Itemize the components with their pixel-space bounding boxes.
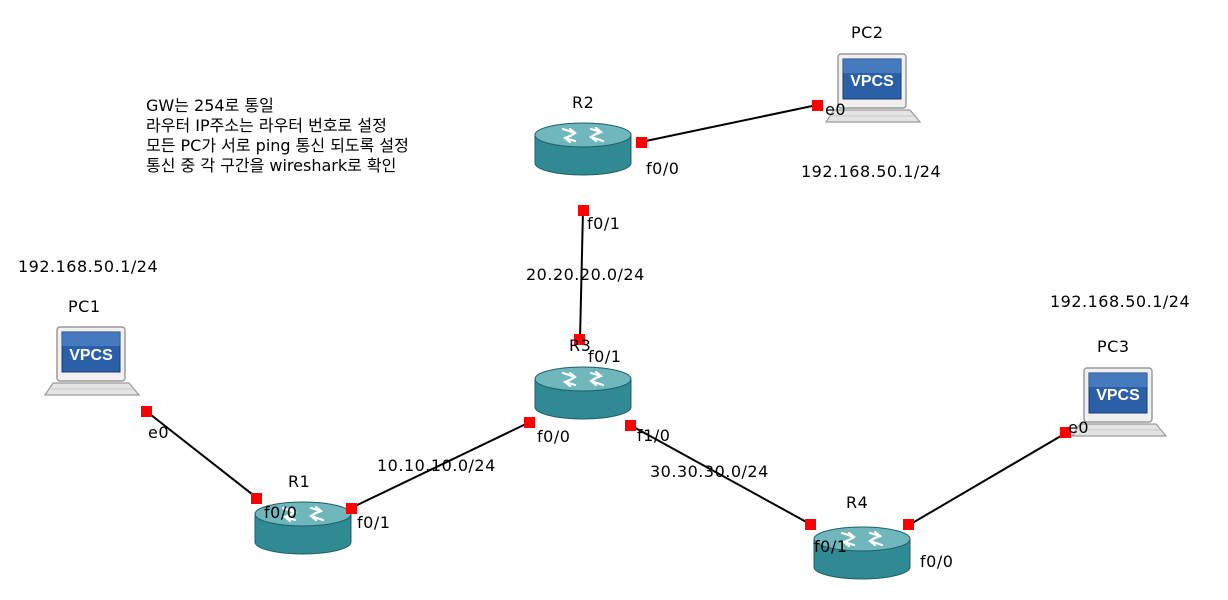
r3-name-label: R3	[569, 336, 592, 355]
port-label-r1-f0-1: f0/1	[357, 513, 391, 532]
note-line: 통신 중 각 구간을 wireshark로 확인	[146, 156, 397, 175]
link-r2-r3	[579, 209, 584, 341]
port-label-r3-f0-0: f0/0	[537, 427, 571, 446]
pc3-screen-text: VPCS	[1096, 387, 1140, 404]
port-marker-r2-f0-1[interactable]	[578, 205, 589, 216]
port-marker-r3-f0-1[interactable]	[574, 334, 585, 345]
configuration-notes: GW는 254로 통일 라우터 IP주소는 라우터 번호로 설정 모든 PC가 …	[146, 96, 409, 176]
port-marker-r3-f0-0[interactable]	[524, 417, 535, 428]
port-marker-r1-f0-0[interactable]	[251, 493, 262, 504]
link-r1-r3	[350, 421, 531, 509]
pc2-ip-label: 192.168.50.1/24	[801, 162, 942, 181]
pc2-name-label: PC2	[851, 23, 884, 42]
port-marker-r1-f0-1[interactable]	[346, 503, 357, 514]
link-r2-pc2	[640, 104, 818, 143]
port-label-r4-f0-1: f0/1	[814, 537, 848, 556]
router-r2-icon[interactable]	[533, 121, 633, 177]
router-r3-icon[interactable]	[533, 365, 633, 421]
port-label-r2-f0-0: f0/0	[646, 159, 680, 178]
network-label-r3-r4: 30.30.30.0/24	[650, 462, 769, 481]
pc1-screen-text: VPCS	[69, 347, 113, 364]
network-label-r2-r3: 20.20.20.0/24	[526, 265, 645, 284]
port-label-r3-f1-0: f1/0	[637, 426, 671, 445]
port-label-r4-f0-0: f0/0	[920, 552, 954, 571]
r1-name-label: R1	[288, 472, 311, 491]
port-marker-r3-f1-0[interactable]	[625, 420, 636, 431]
note-line: 라우터 IP주소는 라우터 번호로 설정	[146, 116, 387, 135]
r2-name-label: R2	[572, 93, 595, 112]
pc1-name-label: PC1	[68, 297, 101, 316]
port-marker-pc2-e0[interactable]	[812, 100, 823, 111]
vpcs-pc1-icon[interactable]: VPCS	[44, 326, 140, 396]
port-label-pc1-e0: e0	[148, 423, 170, 442]
port-marker-pc1-e0[interactable]	[141, 406, 152, 417]
port-label-r1-f0-0: f0/0	[264, 503, 298, 522]
port-label-pc2-e0: e0	[825, 100, 847, 119]
link-pc1-r1	[145, 410, 258, 499]
port-label-pc3-e0: e0	[1068, 418, 1090, 437]
pc2-screen-text: VPCS	[850, 73, 894, 90]
link-r3-r4	[629, 424, 811, 525]
port-marker-r4-f0-0[interactable]	[903, 519, 914, 530]
note-line: 모든 PC가 서로 ping 통신 되도록 설정	[146, 136, 409, 155]
port-label-r2-f0-1: f0/1	[587, 214, 621, 233]
port-marker-r4-f0-1[interactable]	[805, 519, 816, 530]
pc3-ip-label: 192.168.50.1/24	[1050, 292, 1191, 311]
port-marker-pc3-e0[interactable]	[1060, 427, 1071, 438]
port-marker-r2-f0-0[interactable]	[636, 137, 647, 148]
links	[145, 104, 1067, 526]
port-markers	[141, 100, 1071, 530]
pc1-ip-label: 192.168.50.1/24	[18, 257, 159, 276]
vpcs-pc3-icon[interactable]: VPCS	[1071, 367, 1167, 437]
port-label-r3-f0-1: f0/1	[588, 347, 622, 366]
pc3-name-label: PC3	[1097, 337, 1130, 356]
vpcs-pc2-icon[interactable]: VPCS	[825, 53, 921, 123]
note-line: GW는 254로 통일	[146, 96, 274, 115]
network-label-r1-r3: 10.10.10.0/24	[377, 456, 496, 475]
r4-name-label: R4	[846, 493, 869, 512]
link-r4-pc3	[908, 432, 1067, 526]
